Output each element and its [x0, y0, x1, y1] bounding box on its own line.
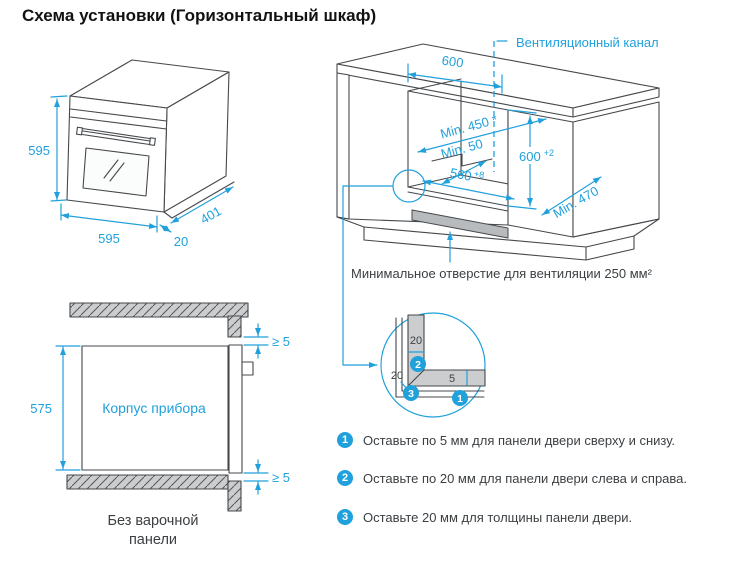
oven-height-label: 595	[28, 143, 50, 158]
oven-isometric-diagram: 595 595 401 20	[28, 59, 235, 249]
page-title: Схема установки (Горизонтальный шкаф)	[22, 6, 377, 25]
note-row-3: 3 Оставьте 20 мм для толщины панели двер…	[337, 509, 632, 525]
section-caption-line1: Без варочной	[107, 513, 199, 529]
note-1-badge: 1	[337, 432, 353, 448]
oven-door-offset-label: 20	[174, 234, 188, 249]
note-3-badge: 3	[337, 509, 353, 525]
cabinet-niche-width-label: 560+8	[449, 164, 485, 186]
note-row-2: 2 Оставьте по 20 мм для панели двери сле…	[337, 470, 687, 486]
cabinet-min-rear-label: Min. 450 *	[439, 112, 499, 142]
section-diagram: 575 ≥ 5 ≥ 5	[30, 302, 290, 512]
oven-width-label: 595	[98, 231, 120, 246]
oven-depth-label: 401	[198, 203, 224, 227]
detail-badge-1-number: 1	[457, 393, 463, 405]
section-gap-bottom-label: ≥ 5	[272, 470, 290, 485]
detail-badge-1	[452, 390, 468, 406]
detail-badge-2-number: 2	[415, 359, 421, 371]
cabinet-isometric-diagram: Вентиляционный канал 600 Min. 450 * Min.…	[336, 35, 660, 368]
section-caption-line2: панели	[128, 532, 178, 549]
vent-opening-note: Минимальное отверстие для вентиляции 250…	[351, 266, 652, 281]
detail-dim-left-label: 20	[391, 370, 403, 382]
note-1-text: Оставьте по 5 мм для панели двери сверху…	[363, 432, 676, 448]
note-row-1: 1 Оставьте по 5 мм для панели двери свер…	[337, 432, 675, 448]
note-3-text: Оставьте 20 мм для толщины панели двери.	[363, 509, 633, 525]
niche-height-tolerance: +2	[544, 148, 554, 158]
detail-badge-3	[403, 385, 419, 401]
detail-dim-vertical-label: 20	[410, 335, 422, 347]
vent-channel-label: Вентиляционный канал	[516, 35, 659, 50]
detail-circle-diagram: 20 2 20 3 5 1	[380, 312, 486, 418]
section-caption: Без варочной панели	[73, 512, 233, 550]
note-2-badge: 2	[337, 470, 353, 486]
niche-width-value: 560	[449, 165, 473, 184]
cabinet-niche-height-label: 600+2	[519, 148, 554, 164]
appliance-body-label: Корпус прибора	[102, 400, 206, 416]
detail-badge-3-number: 3	[408, 388, 414, 400]
note-2-text: Оставьте по 20 мм для панели двери слева…	[363, 470, 688, 486]
cabinet-top-width-label: 600	[441, 53, 465, 71]
detail-badge-2	[410, 356, 426, 372]
section-body-height-label: 575	[30, 401, 52, 416]
section-gap-top-label: ≥ 5	[272, 334, 290, 349]
niche-height-value: 600	[519, 149, 541, 164]
detail-dim-horizontal-label: 5	[449, 373, 455, 385]
niche-width-tolerance: +8	[473, 169, 485, 181]
